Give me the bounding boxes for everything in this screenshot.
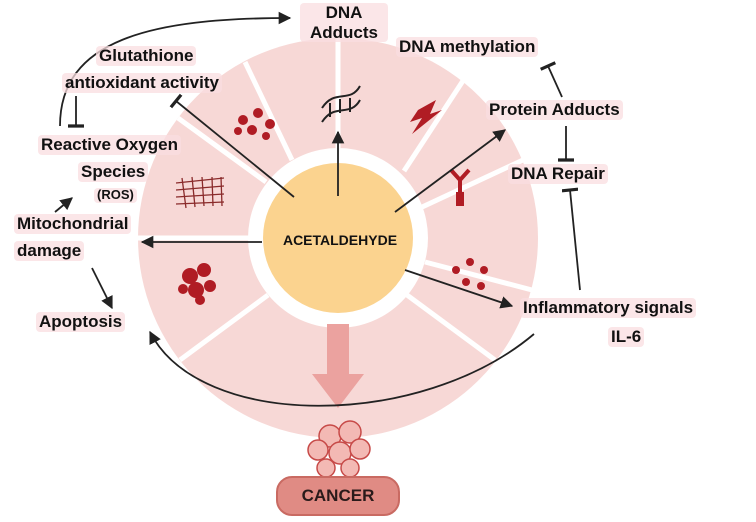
ros-line1-label: Reactive Oxygen <box>38 135 182 155</box>
inflammatory-cells-icon <box>452 258 488 290</box>
down-arrow <box>312 324 364 408</box>
blood-clot-icon <box>178 263 216 305</box>
dna-helix-icon <box>321 85 361 123</box>
red-blood-cells-icon <box>234 108 275 140</box>
mesh-fibers-icon <box>175 176 225 209</box>
cancer-box: CANCER <box>276 476 400 516</box>
dna-adducts-text: DNA Adducts <box>310 3 378 42</box>
protein-adducts-label: Protein Adducts <box>486 100 623 120</box>
dna-methylation-label: DNA methylation <box>396 37 539 57</box>
glutathione-line2-label: antioxidant activity <box>62 73 222 93</box>
mitochondrial-line1-label: Mitochondrial <box>14 214 132 234</box>
tumor-cells-icon <box>307 420 371 478</box>
dna-repair-label: DNA Repair <box>508 164 608 184</box>
antibody-icon <box>449 168 471 206</box>
acetaldehyde-label: ACETALDEHYDE <box>282 232 398 248</box>
inflammatory-line2-label: IL-6 <box>608 327 645 347</box>
glutathione-line1-label: Glutathione <box>96 46 197 66</box>
ros-abbrev-label: (ROS) <box>94 187 137 203</box>
ros-line2-label: Species <box>78 162 149 182</box>
dna-adducts-label: DNA Adducts <box>300 3 388 43</box>
lightning-icon <box>410 100 442 134</box>
acetaldehyde-circle <box>263 163 413 313</box>
mitochondrial-line2-label: damage <box>14 241 85 261</box>
connector-lines <box>54 11 581 407</box>
apoptosis-label: Apoptosis <box>36 312 126 332</box>
inflammatory-line1-label: Inflammatory signals <box>520 298 697 318</box>
